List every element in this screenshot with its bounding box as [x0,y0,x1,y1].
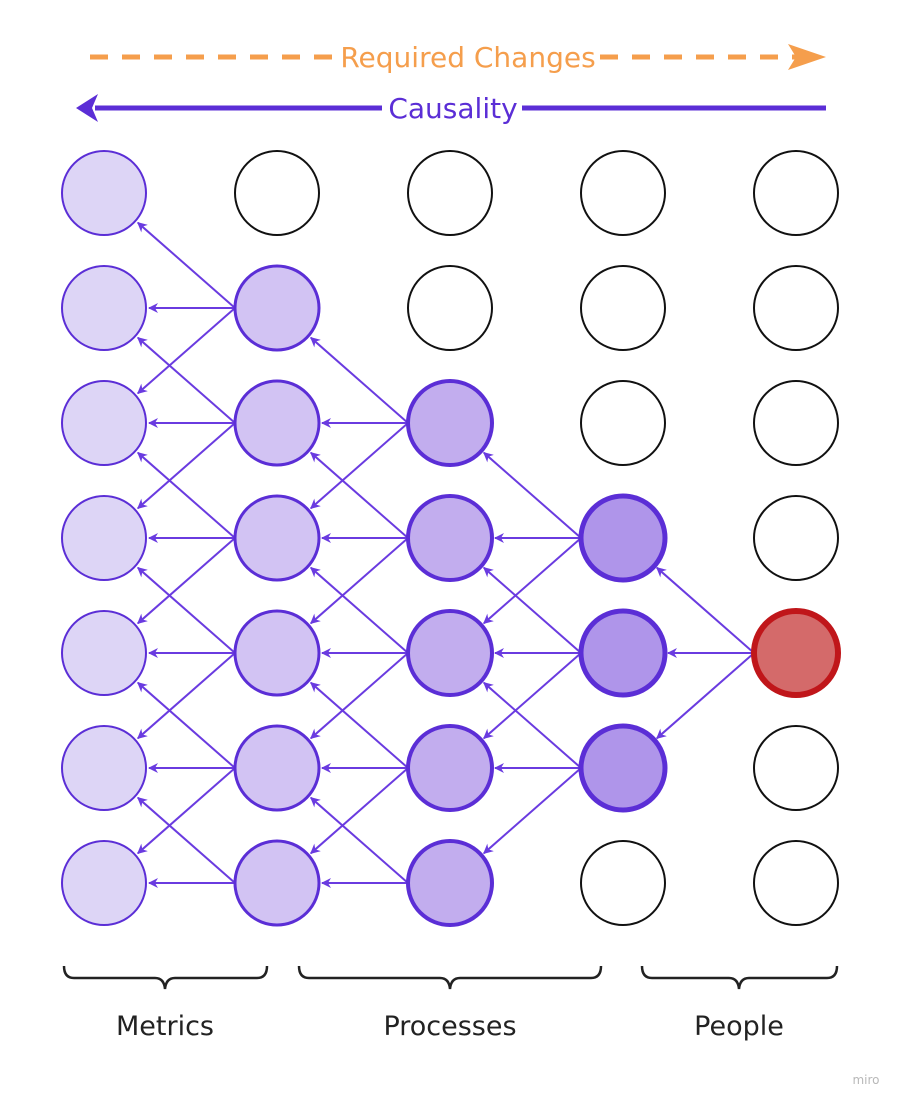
required-changes-label: Required Changes [340,41,595,74]
causal-arrow [137,537,236,625]
causal-arrow [137,566,236,654]
active-node [406,724,494,812]
node-grid [61,150,841,927]
causal-arrow [310,451,409,539]
active-node [578,493,668,583]
inactive-node [753,265,839,351]
active-node [233,609,321,697]
causal-arrow [310,336,409,424]
required-changes-arrow [90,44,826,70]
active-node [61,265,147,351]
active-node [233,379,321,467]
origin-node [751,608,841,698]
causal-arrow [137,681,236,769]
active-node [406,494,494,582]
causal-edges [137,221,755,888]
inactive-node [407,265,493,351]
active-node [61,725,147,811]
active-node [61,380,147,466]
causal-arrow [483,566,582,654]
causal-arrow [137,451,236,539]
causal-arrow [483,652,582,740]
causal-arrow [137,422,236,510]
active-node [233,839,321,927]
active-node [233,494,321,582]
active-node [578,608,668,698]
causal-arrow [137,796,236,884]
inactive-node [753,150,839,236]
inactive-node [407,150,493,236]
causal-arrow [310,767,409,855]
causality-arrow [76,94,826,122]
causal-arrow [310,796,409,884]
group-label-metrics: Metrics [116,1011,214,1042]
causal-arrow [656,566,755,654]
active-node [406,839,494,927]
metrics-brace [62,965,269,990]
inactive-node [580,380,666,466]
causal-arrow [310,652,409,740]
active-node [61,495,147,581]
causal-arrow [310,537,409,625]
causal-arrow [137,652,236,740]
causal-arrow [483,451,582,539]
causal-arrow [656,652,755,740]
inactive-node [753,725,839,811]
arrow-right-icon [788,44,826,70]
active-node [61,840,147,926]
group-label-people: People [694,1011,784,1042]
miro-watermark: miro [852,1073,879,1087]
causal-arrow [310,566,409,654]
processes-brace [297,965,603,990]
inactive-node [580,265,666,351]
inactive-node [753,380,839,466]
causal-arrow [483,537,582,625]
active-node [578,723,668,813]
causality-label: Causality [388,92,517,125]
group-label-processes: Processes [383,1011,516,1042]
active-node [406,379,494,467]
causal-arrow [137,221,236,309]
arrow-left-icon [76,94,98,122]
inactive-node [580,150,666,236]
active-node [406,609,494,697]
active-node [233,264,321,352]
causal-arrow [137,307,236,395]
causal-arrow [137,767,236,855]
inactive-node [580,840,666,926]
causal-arrow [483,681,582,769]
active-node [61,610,147,696]
inactive-node [234,150,320,236]
inactive-node [753,495,839,581]
causal-arrow [310,681,409,769]
causal-arrow [310,422,409,510]
active-node [61,150,147,236]
people-brace [640,965,839,990]
active-node [233,724,321,812]
causal-arrow [137,336,236,424]
inactive-node [753,840,839,926]
causal-arrow [483,767,582,855]
